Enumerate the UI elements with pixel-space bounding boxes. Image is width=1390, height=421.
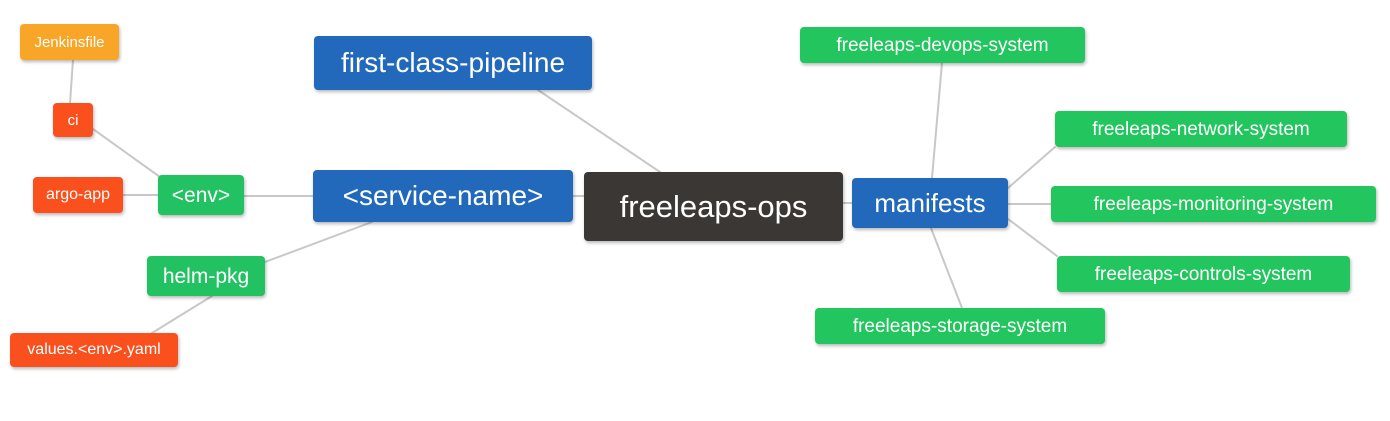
edge-manifests-controls xyxy=(1007,218,1058,257)
node-freeleaps-devops-system[interactable]: freeleaps-devops-system xyxy=(800,27,1085,63)
node-ci[interactable]: ci xyxy=(53,103,93,137)
node-values-env-yaml[interactable]: values.<env>.yaml xyxy=(10,333,178,367)
node-helm-pkg[interactable]: helm-pkg xyxy=(147,256,265,296)
node-manifests[interactable]: manifests xyxy=(852,178,1008,228)
node-label: freeleaps-storage-system xyxy=(852,315,1068,337)
node-label: freeleaps-controls-system xyxy=(1094,263,1313,285)
node-argo-app[interactable]: argo-app xyxy=(33,177,123,213)
node-label: freeleaps-network-system xyxy=(1092,118,1310,140)
node-label: freeleaps-monitoring-system xyxy=(1093,193,1334,215)
node-label: argo-app xyxy=(45,186,111,203)
node-first-class-pipeline[interactable]: first-class-pipeline xyxy=(314,36,592,90)
edge-ci-env xyxy=(92,128,161,178)
node-service-name[interactable]: <service-name> xyxy=(313,170,573,222)
edge-pipeline-ops xyxy=(537,89,661,173)
node-freeleaps-ops[interactable]: freeleaps-ops xyxy=(584,172,843,241)
node-label: freeleaps-ops xyxy=(619,189,808,224)
node-label: freeleaps-devops-system xyxy=(836,34,1049,56)
edge-helm-pkg-service-name xyxy=(264,221,373,263)
node-freeleaps-controls-system[interactable]: freeleaps-controls-system xyxy=(1057,256,1350,292)
node-freeleaps-network-system[interactable]: freeleaps-network-system xyxy=(1055,111,1347,147)
node-label: Jenkinsfile xyxy=(34,33,105,51)
node-label: values.<env>.yaml xyxy=(27,341,161,358)
node-label: manifests xyxy=(874,188,986,218)
node-freeleaps-monitoring-system[interactable]: freeleaps-monitoring-system xyxy=(1051,186,1376,222)
node-label: ci xyxy=(67,111,79,129)
edge-manifests-network xyxy=(1007,146,1056,189)
node-label: first-class-pipeline xyxy=(340,47,566,78)
node-env[interactable]: <env> xyxy=(158,175,244,215)
node-jenkinsfile[interactable]: Jenkinsfile xyxy=(20,24,119,60)
edge-values-helm-pkg xyxy=(151,295,213,334)
edge-manifests-devops xyxy=(931,62,943,179)
edge-manifests-storage xyxy=(930,227,963,309)
node-label: <service-name> xyxy=(342,180,544,211)
edge-jenkinsfile-ci xyxy=(69,59,74,104)
node-freeleaps-storage-system[interactable]: freeleaps-storage-system xyxy=(815,308,1105,344)
node-label: helm-pkg xyxy=(162,264,250,288)
node-label: <env> xyxy=(171,183,231,207)
